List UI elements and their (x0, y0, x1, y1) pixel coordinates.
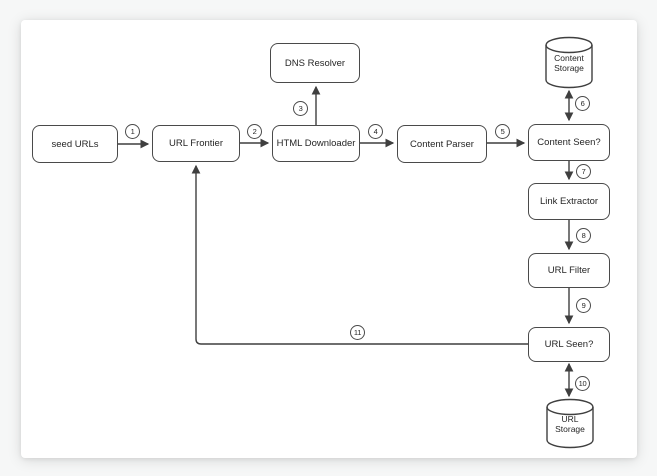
node-html-downloader: HTML Downloader (272, 125, 360, 162)
step-badge-3: 3 (293, 101, 308, 116)
content-storage-cylinder-rim (545, 44, 593, 54)
step-badge-9: 9 (576, 298, 591, 313)
step-badge-6: 6 (575, 96, 590, 111)
diagram-card (21, 20, 637, 458)
step-badge-1: 1 (125, 124, 140, 139)
step-badge-11: 11 (350, 325, 365, 340)
step-badge-7: 7 (576, 164, 591, 179)
step-badge-2: 2 (247, 124, 262, 139)
node-url-filter: URL Filter (528, 253, 610, 288)
url-storage-cylinder-rim (546, 406, 594, 416)
node-link-extractor: Link Extractor (528, 183, 610, 220)
node-dns-resolver: DNS Resolver (270, 43, 360, 83)
node-content-seen: Content Seen? (528, 124, 610, 161)
step-badge-4: 4 (368, 124, 383, 139)
url-storage-cylinder (546, 398, 594, 449)
node-url-seen: URL Seen? (528, 327, 610, 362)
node-url-frontier: URL Frontier (152, 125, 240, 162)
node-content-storage-label: Content Storage (554, 53, 584, 73)
step-badge-8: 8 (576, 228, 591, 243)
step-badge-5: 5 (495, 124, 510, 139)
content-storage-cylinder (545, 36, 593, 89)
edge-url-seen-to-url-frontier (191, 164, 528, 345)
node-seed-urls: seed URLs (32, 125, 118, 163)
node-content-parser: Content Parser (397, 125, 487, 163)
node-url-storage-label: URL Storage (555, 414, 585, 434)
step-badge-10: 10 (575, 376, 590, 391)
